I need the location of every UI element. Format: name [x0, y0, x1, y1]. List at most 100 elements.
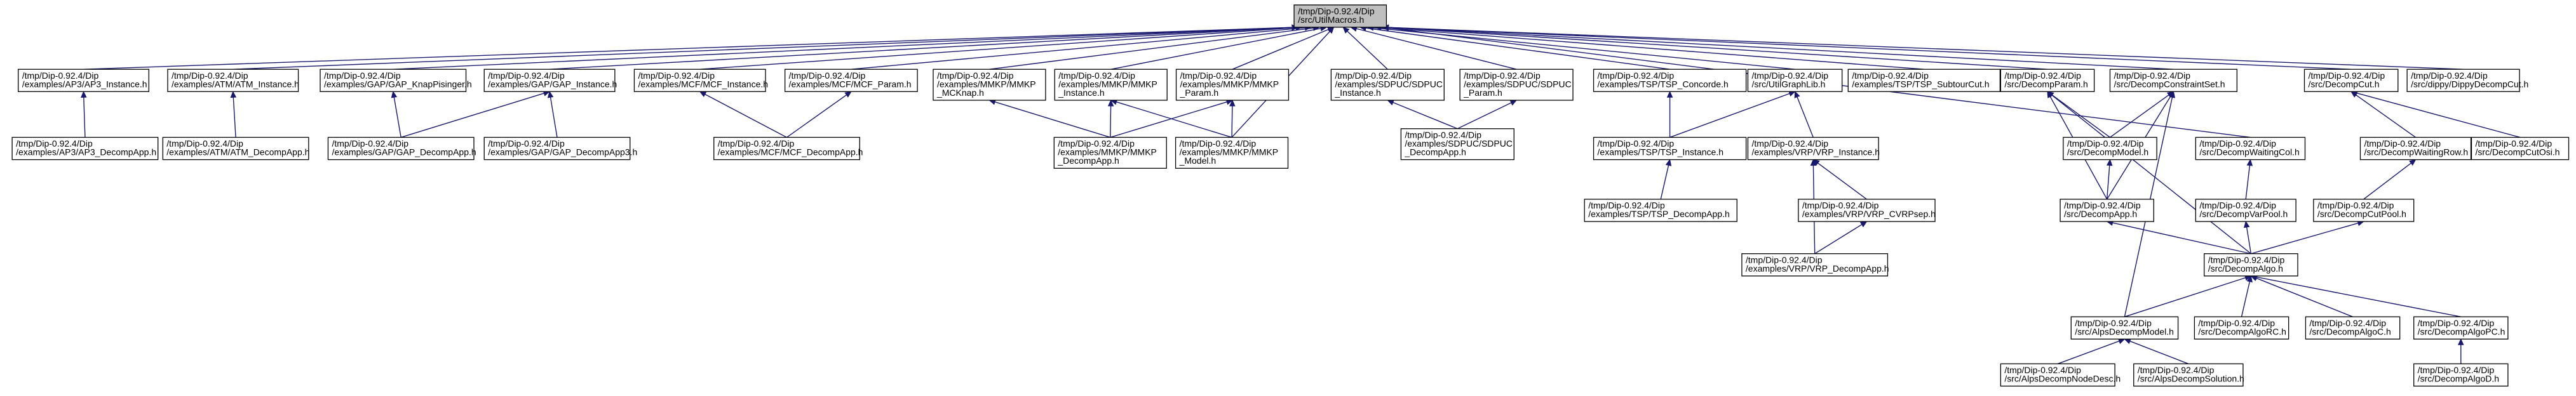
node-label-line: /examples/AP3/AP3_Instance.h — [22, 79, 147, 89]
node-label-line: /tmp/Dip-0.92.4/Dip — [22, 70, 99, 81]
node-box — [2359, 136, 2472, 161]
node-vrp-app[interactable]: /tmp/Dip-0.92.4/Dip/examples/VRP/VRP_Dec… — [1741, 253, 1889, 277]
node-label-line: /src/DecompCutPool.h — [2317, 209, 2406, 219]
node-label-line: /src/UtilMacros.h — [1298, 15, 1364, 25]
node-box — [2060, 199, 2154, 222]
edge-atm-app-to-atm-inst — [233, 97, 236, 138]
node-decomp-cut[interactable]: /tmp/Dip-0.92.4/Dip/src/DecompCut.h — [2303, 69, 2399, 92]
node-label-line: /tmp/Dip-0.92.4/Dip — [1746, 254, 1823, 265]
node-decomp-wrow[interactable]: /tmp/Dip-0.92.4/Dip/src/DecompWaitingRow… — [2359, 136, 2472, 161]
node-algo-c[interactable]: /tmp/Dip-0.92.4/Dip/src/DecompAlgoC.h — [2305, 316, 2401, 340]
node-decomp-cutpool[interactable]: /tmp/Dip-0.92.4/Dip/src/DecompCutPool.h — [2313, 199, 2415, 222]
node-label-line: /tmp/Dip-0.92.4/Dip — [332, 138, 408, 148]
node-decomp-param[interactable]: /tmp/Dip-0.92.4/Dip/src/DecompParam.h — [2000, 69, 2095, 92]
edge-arrowhead — [1107, 99, 1114, 107]
node-decomp-app[interactable]: /tmp/Dip-0.92.4/Dip/src/DecompApp.h — [2060, 199, 2154, 222]
node-util-graph[interactable]: /tmp/Dip-0.92.4/Dip/src/UtilGraphLib.h — [1747, 69, 1843, 92]
node-vrp-cvrp[interactable]: /tmp/Dip-0.92.4/Dip/examples/VRP/VRP_CVR… — [1798, 199, 1936, 222]
node-ap3-inst[interactable]: /tmp/Dip-0.92.4/Dip/examples/AP3/AP3_Ins… — [18, 69, 149, 92]
node-alps-sol[interactable]: /tmp/Dip-0.92.4/Dip/src/AlpsDecompSoluti… — [2133, 363, 2244, 387]
node-box — [2303, 69, 2399, 92]
node-sdpuc-app[interactable]: /tmp/Dip-0.92.4/Dip/examples/SDPUC/SDPUC… — [1400, 128, 1514, 161]
node-gap-inst[interactable]: /tmp/Dip-0.92.4/Dip/examples/GAP/GAP_Ins… — [483, 69, 617, 92]
node-tsp-app[interactable]: /tmp/Dip-0.92.4/Dip/examples/TSP/TSP_Dec… — [1584, 199, 1737, 222]
node-algo-pc[interactable]: /tmp/Dip-0.92.4/Dip/src/DecompAlgoPC.h — [2413, 316, 2509, 340]
node-label-line: /tmp/Dip-0.92.4/Dip — [2198, 318, 2275, 328]
node-label-line: /tmp/Dip-0.92.4/Dip — [2199, 138, 2276, 148]
node-tsp-concorde[interactable]: /tmp/Dip-0.92.4/Dip/examples/TSP/TSP_Con… — [1593, 69, 1747, 92]
edge-arrowhead — [1509, 100, 1518, 106]
node-sdpuc-param[interactable]: /tmp/Dip-0.92.4/Dip/examples/SDPUC/SDPUC… — [1459, 69, 1574, 101]
node-label-line: /examples/GAP/GAP_DecompApp.h — [332, 147, 476, 157]
edge-arrowhead — [1342, 27, 1350, 34]
edge-tsp-subtour-to-root — [1380, 27, 1924, 70]
node-label-line: /tmp/Dip-0.92.4/Dip — [172, 70, 248, 81]
node-label-line: /examples/MMKP/MMKP — [937, 79, 1036, 89]
node-label-line: /tmp/Dip-0.92.4/Dip — [2067, 138, 2144, 148]
node-label-line: /examples/TSP/TSP_DecompApp.h — [1588, 209, 1730, 219]
node-gap-app3[interactable]: /tmp/Dip-0.92.4/Dip/examples/GAP/GAP_Dec… — [483, 136, 637, 161]
node-decomp-varpool[interactable]: /tmp/Dip-0.92.4/Dip/src/DecompVarPool.h — [2195, 199, 2296, 222]
node-label-line: /tmp/Dip-0.92.4/Dip — [1298, 6, 1375, 16]
node-label-line: /src/DecompCutOsi.h — [2476, 147, 2560, 157]
node-decomp-wcol[interactable]: /tmp/Dip-0.92.4/Dip/src/DecompWaitingCol… — [2195, 136, 2306, 161]
node-label-line: _Instance.h — [1058, 88, 1104, 98]
node-label-line: /src/DecompConstraintSet.h — [2114, 79, 2225, 89]
node-gap-knap[interactable]: /tmp/Dip-0.92.4/Dip/examples/GAP/GAP_Kna… — [320, 69, 472, 92]
node-vrp-inst[interactable]: /tmp/Dip-0.92.4/Dip/examples/VRP/VRP_Ins… — [1747, 136, 1880, 161]
node-atm-inst[interactable]: /tmp/Dip-0.92.4/Dip/examples/ATM/ATM_Ins… — [167, 69, 299, 92]
node-decomp-algo[interactable]: /tmp/Dip-0.92.4/Dip/src/DecompAlgo.h — [2204, 253, 2298, 277]
node-label-line: /src/AlpsDecompNodeDesc.h — [2004, 373, 2121, 383]
edge-mmkp-model-to-mmkp-inst — [1116, 101, 1232, 138]
node-label-line: /src/DecompAlgoD.h — [2418, 373, 2499, 383]
node-tsp-subtour[interactable]: /tmp/Dip-0.92.4/Dip/examples/TSP/TSP_Sub… — [1847, 69, 2001, 92]
node-atm-app[interactable]: /tmp/Dip-0.92.4/Dip/examples/ATM/ATM_Dec… — [162, 136, 309, 161]
edge-gap-app-to-gap-knap — [393, 97, 401, 138]
node-label-line: /examples/ATM/ATM_Instance.h — [172, 79, 299, 89]
node-label-line: /examples/ATM/ATM_DecompApp.h — [166, 147, 309, 157]
node-alps-model[interactable]: /tmp/Dip-0.92.4/Dip/src/AlpsDecompModel.… — [2070, 316, 2179, 340]
node-mmkp-model[interactable]: /tmp/Dip-0.92.4/Dip/examples/MMKP/MMKP_M… — [1175, 136, 1289, 169]
edge-tsp-app-to-tsp-inst — [1660, 165, 1669, 200]
edge-decomp-cut-to-root — [1388, 27, 2352, 70]
node-gap-app[interactable]: /tmp/Dip-0.92.4/Dip/examples/GAP/GAP_Dec… — [327, 136, 476, 161]
node-label-line: /examples/SDPUC/SDPUC — [1464, 79, 1572, 89]
node-decomp-model[interactable]: /tmp/Dip-0.92.4/Dip/src/DecompModel.h — [2063, 136, 2157, 161]
node-mcf-param[interactable]: /tmp/Dip-0.92.4/Dip/examples/MCF/MCF_Par… — [784, 69, 918, 92]
node-label-line: /tmp/Dip-0.92.4/Dip — [166, 138, 243, 148]
node-root[interactable]: /tmp/Dip-0.92.4/Dip/src/UtilMacros.h — [1293, 4, 1387, 28]
node-label-line: /tmp/Dip-0.92.4/Dip — [1598, 70, 1675, 81]
node-ap3-app[interactable]: /tmp/Dip-0.92.4/Dip/examples/AP3/AP3_Dec… — [11, 136, 159, 161]
node-mmkp-param[interactable]: /tmp/Dip-0.92.4/Dip/examples/MMKP/MMKP_P… — [1175, 69, 1290, 101]
node-alps-node[interactable]: /tmp/Dip-0.92.4/Dip/src/AlpsDecompNodeDe… — [2000, 363, 2121, 387]
node-mmkp-mcknap[interactable]: /tmp/Dip-0.92.4/Dip/examples/MMKP/MMKP_M… — [933, 69, 1046, 101]
edge-arrowhead — [1665, 159, 1672, 166]
node-layer: /tmp/Dip-0.92.4/Dip/src/UtilMacros.h/tmp… — [11, 4, 2570, 387]
node-algo-d[interactable]: /tmp/Dip-0.92.4/Dip/src/DecompAlgoD.h — [2413, 363, 2509, 387]
node-decomp-cutosi[interactable]: /tmp/Dip-0.92.4/Dip/src/DecompCutOsi.h — [2471, 136, 2570, 161]
node-label-line: /examples/GAP/GAP_DecompApp3.h — [488, 147, 637, 157]
node-mmkp-inst[interactable]: /tmp/Dip-0.92.4/Dip/examples/MMKP/MMKP_I… — [1054, 69, 1168, 101]
edge-arrowhead — [699, 91, 707, 97]
node-box — [1054, 69, 1168, 101]
node-label-line: /tmp/Dip-0.92.4/Dip — [1751, 138, 1828, 148]
node-label-line: /tmp/Dip-0.92.4/Dip — [1802, 201, 1879, 211]
node-mcf-app[interactable]: /tmp/Dip-0.92.4/Dip/examples/MCF/MCF_Dec… — [713, 136, 863, 161]
node-sdpuc-inst[interactable]: /tmp/Dip-0.92.4/Dip/examples/SDPUC/SDPUC… — [1330, 69, 1445, 101]
node-label-line: /examples/MCF/MCF_DecompApp.h — [718, 147, 863, 157]
node-label-line: /examples/GAP/GAP_Instance.h — [488, 79, 617, 89]
node-decomp-cset[interactable]: /tmp/Dip-0.92.4/Dip/src/DecompConstraint… — [2109, 69, 2237, 92]
edge-gap-app3-to-gap-inst — [550, 97, 558, 138]
node-mcf-inst[interactable]: /tmp/Dip-0.92.4/Dip/examples/MCF/MCF_Ins… — [633, 69, 768, 92]
edge-vrp-app-to-vrp-cvrp — [1814, 224, 1863, 254]
node-dippy-cut[interactable]: /tmp/Dip-0.92.4/Dip/src/dippy/DippyDecom… — [2406, 69, 2528, 92]
node-label-line: /examples/MCF/MCF_Instance.h — [638, 79, 768, 89]
edge-gap-knap-to-root — [393, 27, 1293, 70]
edge-mmkp-mcknap-to-root — [989, 27, 1314, 70]
node-algo-rc[interactable]: /tmp/Dip-0.92.4/Dip/src/DecompAlgoRC.h — [2194, 316, 2289, 340]
node-mmkp-app[interactable]: /tmp/Dip-0.92.4/Dip/examples/MMKP/MMKP_D… — [1053, 136, 1167, 169]
node-tsp-inst[interactable]: /tmp/Dip-0.92.4/Dip/examples/TSP/TSP_Ins… — [1593, 136, 1747, 161]
edge-mmkp-app-to-mmkp-param — [1110, 101, 1227, 138]
node-box — [2406, 69, 2520, 92]
